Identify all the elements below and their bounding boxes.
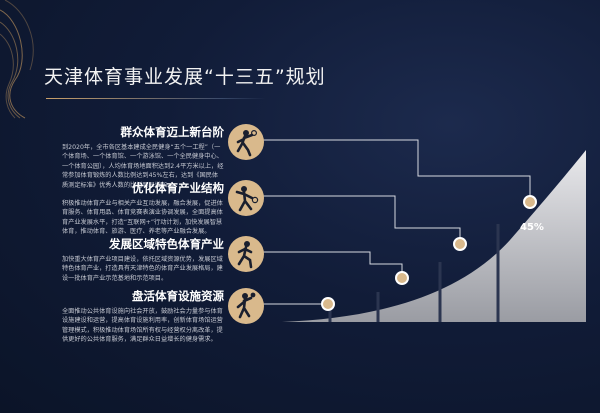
title-underline	[46, 98, 266, 99]
section-text: 积极推动体育产业与相关产业互动发展，融合发展，促进体育服务、体育用品、体育竞赛表…	[62, 200, 223, 236]
section-text: 加快重大体育产业项目建设，依托区域资源优势，发展区域特色体育产业，打造具有天津特…	[62, 256, 223, 282]
gold-wave-decoration	[0, 0, 34, 119]
section-text: 全面推动公共体育设施向社会开放，鼓励社会力量参与体育设施建设和运营，提高体育设施…	[62, 308, 223, 344]
section-heading: 群众体育迈上新台阶	[120, 125, 225, 139]
section-block: 优化体育产业结构 积极推动体育产业与相关产业互动发展，融合发展，促进体育服务、体…	[62, 180, 224, 237]
page-title: 天津体育事业发展“十三五”规划	[44, 66, 326, 88]
section-heading: 发展区域特色体育产业	[109, 237, 224, 251]
section-block: 群众体育迈上新台阶 到2020年，全市各区基本建成全民健身“五个一工程”（一个体…	[62, 124, 224, 190]
timeline-node	[395, 271, 409, 285]
timeline-node	[523, 195, 537, 209]
section-block: 盘活体育设施资源 全面推动公共体育设施向社会开放，鼓励社会力量参与体育设施建设和…	[62, 288, 224, 345]
ball-player-icon	[228, 288, 264, 324]
section-text: 到2020年，全市各区基本建成全民健身“五个一工程”（一个体育场、一个体育馆、一…	[62, 144, 224, 189]
timeline-node	[453, 237, 467, 251]
runner-icon	[228, 236, 264, 272]
percent-label: 45%	[520, 222, 544, 233]
tennis-player-icon	[228, 124, 264, 160]
section-heading: 优化体育产业结构	[132, 181, 224, 195]
section-heading: 盘活体育设施资源	[132, 289, 224, 303]
section-block: 发展区域特色体育产业 加快重大体育产业项目建设，依托区域资源优势，发展区域特色体…	[62, 236, 224, 283]
timeline-node	[321, 297, 335, 311]
badminton-player-icon	[228, 180, 264, 216]
